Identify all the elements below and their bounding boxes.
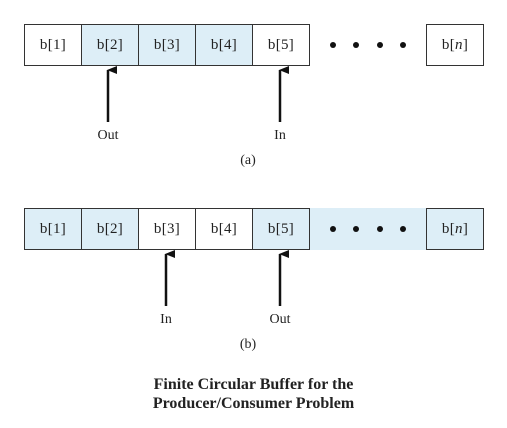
caption-b: (b) <box>239 337 257 352</box>
pointer-label-in-b: In <box>160 312 172 327</box>
figure-title-line-2: Producer/Consumer Problem <box>152 395 355 412</box>
cell-b-n-label: b[n] <box>441 220 469 237</box>
cell-a-2: b[2] <box>81 24 139 66</box>
cell-b-5: b[5] <box>252 208 310 250</box>
cell-a-n: b[n] <box>426 24 484 66</box>
cell-a-n-label: b[n] <box>441 36 469 53</box>
cell-b-4: b[4] <box>195 208 253 250</box>
caption-a: (a) <box>240 153 256 168</box>
cell-a-5: b[5] <box>252 24 310 66</box>
figure-title-line-1: Finite Circular Buffer for the <box>153 376 354 393</box>
cell-b-n: b[n] <box>426 208 484 250</box>
cell-b-3: b[3] <box>138 208 196 250</box>
figure-title: Finite Circular Buffer for the Producer/… <box>0 375 507 413</box>
buffer-row-b: b[1] b[2] b[3] b[4] b[5] b[n] <box>24 208 490 250</box>
pointer-label-out-b: Out <box>269 312 291 327</box>
ellipsis-dots-a <box>330 24 406 66</box>
cell-a-1: b[1] <box>24 24 82 66</box>
pointer-label-out-a: Out <box>97 128 119 143</box>
cell-b-1: b[1] <box>24 208 82 250</box>
ellipsis-dots-b <box>330 208 406 250</box>
cell-a-3: b[3] <box>138 24 196 66</box>
empty-region-band-b <box>308 208 428 250</box>
buffer-row-a: b[1] b[2] b[3] b[4] b[5] b[n] <box>24 24 490 66</box>
pointer-label-in-a: In <box>274 128 286 143</box>
